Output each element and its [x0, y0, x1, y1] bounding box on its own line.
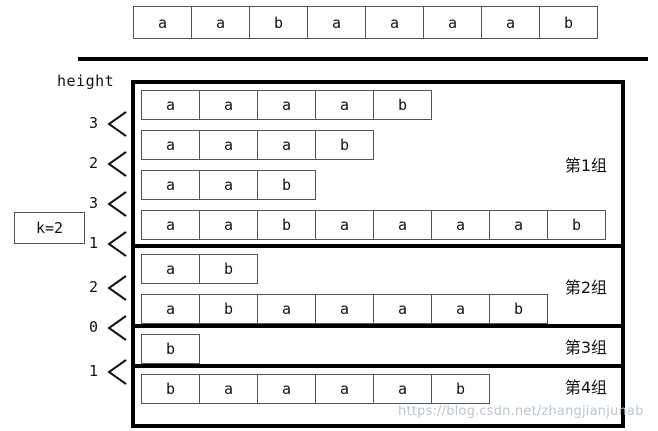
- group-label: 第1组: [564, 156, 607, 175]
- group-cell: a: [199, 90, 258, 120]
- input-cell: b: [539, 6, 598, 39]
- group-label: 第3组: [564, 338, 607, 357]
- group-cell: b: [315, 130, 374, 160]
- group-cell: a: [141, 294, 200, 324]
- height-bracket-icon: [106, 231, 128, 257]
- group-cell: a: [199, 130, 258, 160]
- height-bracket-icon: [106, 275, 128, 301]
- group-cell: b: [373, 90, 432, 120]
- input-cell: a: [133, 6, 192, 39]
- group-cell: b: [257, 210, 316, 240]
- group-cell: a: [257, 90, 316, 120]
- group-cell: a: [199, 374, 258, 404]
- section-divider: [78, 57, 648, 61]
- height-bracket-icon: [106, 359, 128, 385]
- group-cell: b: [141, 334, 200, 364]
- group-cell: b: [257, 170, 316, 200]
- group-cell: a: [373, 294, 432, 324]
- height-value: 0: [88, 318, 98, 336]
- group-block: b 第3组: [135, 324, 621, 364]
- height-value: 2: [88, 154, 98, 172]
- height-bracket-icon: [106, 151, 128, 177]
- input-cell: a: [307, 6, 366, 39]
- group-label: 第4组: [564, 378, 607, 397]
- group-cell: a: [489, 210, 548, 240]
- group-cell: a: [141, 130, 200, 160]
- group-cell: a: [315, 374, 374, 404]
- input-cell: a: [423, 6, 482, 39]
- height-value: 2: [88, 278, 98, 296]
- group-cell: a: [199, 170, 258, 200]
- group-cell: a: [431, 210, 490, 240]
- group-cell: b: [199, 254, 258, 284]
- group-cell: a: [373, 210, 432, 240]
- height-bracket-icon: [106, 315, 128, 341]
- group-cell: a: [315, 294, 374, 324]
- group-cell: a: [141, 210, 200, 240]
- group-cell: a: [257, 130, 316, 160]
- group-cell: b: [489, 294, 548, 324]
- height-value: 1: [88, 234, 98, 252]
- group-cell: a: [141, 254, 200, 284]
- group-cell: b: [547, 210, 606, 240]
- group-cell: a: [373, 374, 432, 404]
- height-axis-label: height: [57, 72, 115, 90]
- group-label: 第2组: [564, 278, 607, 297]
- group-cell: a: [431, 294, 490, 324]
- group-cell: a: [199, 210, 258, 240]
- group-cell: a: [141, 170, 200, 200]
- group-cell: b: [199, 294, 258, 324]
- height-bracket-icon: [106, 111, 128, 137]
- height-bracket-icon: [106, 191, 128, 217]
- group-row: b: [141, 334, 200, 364]
- input-cell: a: [191, 6, 250, 39]
- k-value-badge: k=2: [14, 212, 85, 244]
- group-cell: b: [431, 374, 490, 404]
- height-value: 3: [88, 114, 98, 132]
- group-cell: a: [257, 294, 316, 324]
- input-cell: a: [365, 6, 424, 39]
- height-value: 3: [88, 194, 98, 212]
- group-cell: a: [315, 210, 374, 240]
- group-cell: a: [141, 90, 200, 120]
- group-cell: a: [257, 374, 316, 404]
- height-value: 1: [88, 362, 98, 380]
- input-cell: a: [481, 6, 540, 39]
- group-cell: a: [315, 90, 374, 120]
- input-cell: b: [249, 6, 308, 39]
- group-cell: b: [141, 374, 200, 404]
